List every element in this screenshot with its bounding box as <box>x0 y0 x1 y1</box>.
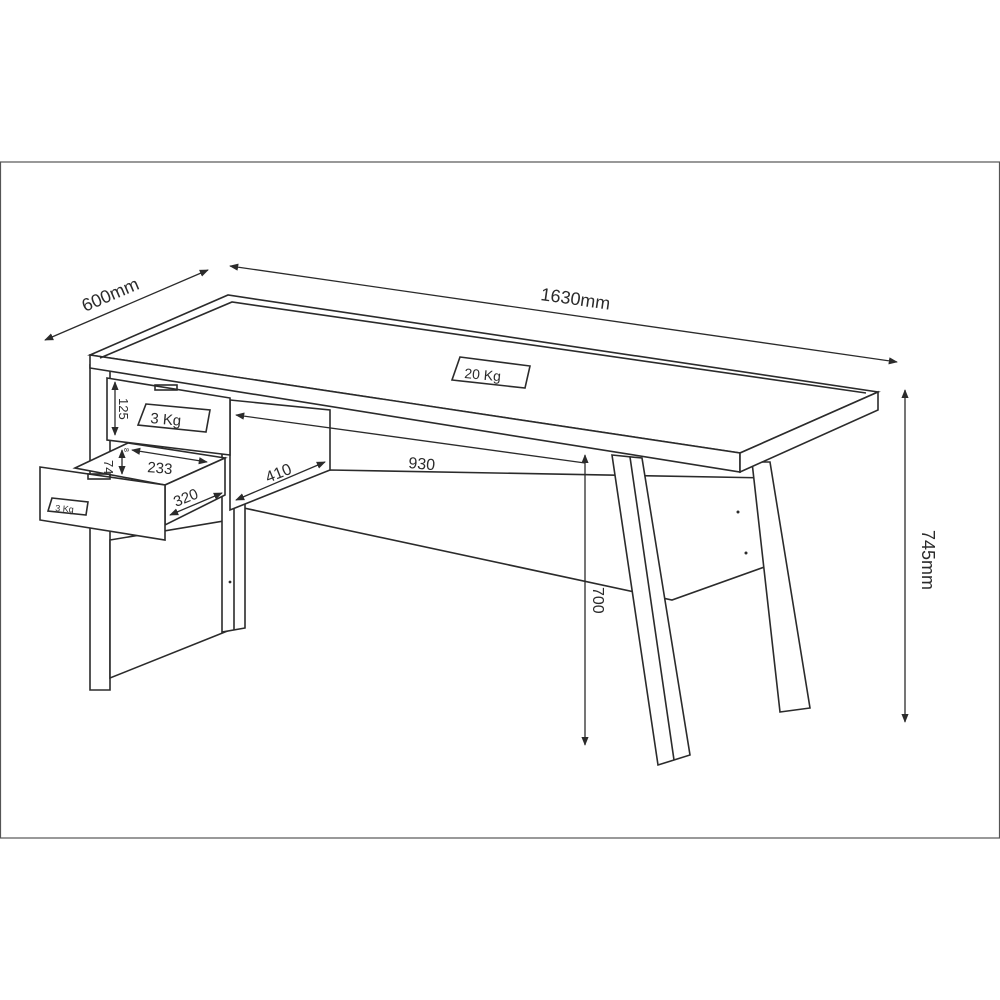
svg-text:3 Kg: 3 Kg <box>150 410 182 430</box>
width-label: 1630mm <box>539 284 611 314</box>
modesty-panel <box>227 469 771 601</box>
front-right-leg <box>611 454 691 767</box>
drawer-handle <box>87 473 111 480</box>
svg-text:3 Kg: 3 Kg <box>55 503 74 515</box>
knee-width-dimension-line <box>235 412 586 464</box>
svg-text:20 Kg: 20 Kg <box>464 365 502 384</box>
knee-width-label: 930 <box>408 455 436 474</box>
top-load-badge: 20 Kg <box>450 356 531 389</box>
height-label: 745mm <box>918 530 938 590</box>
knee-height-label: 700 <box>589 587 606 614</box>
drawer-handle <box>154 384 178 391</box>
width-dimension-line <box>229 263 898 365</box>
drawer-inner-height-label: 74 <box>101 460 116 474</box>
depth-dimension-line <box>44 269 209 341</box>
drawer-depth-dimension-line <box>169 492 223 516</box>
back-right-leg <box>751 461 811 713</box>
drawer-width-dimension-line <box>131 447 208 465</box>
depth-label: 600mm <box>79 274 142 316</box>
knee-depth-dimension-line <box>235 461 326 501</box>
upper-drawer-load-badge: 3 Kg <box>136 403 211 433</box>
lower-drawer-load-badge: 3 Kg <box>46 497 89 516</box>
drawer-small-label: 8 <box>122 448 129 452</box>
drawer-width-label: 233 <box>147 459 173 478</box>
drawer-height-label: 125 <box>116 398 131 420</box>
